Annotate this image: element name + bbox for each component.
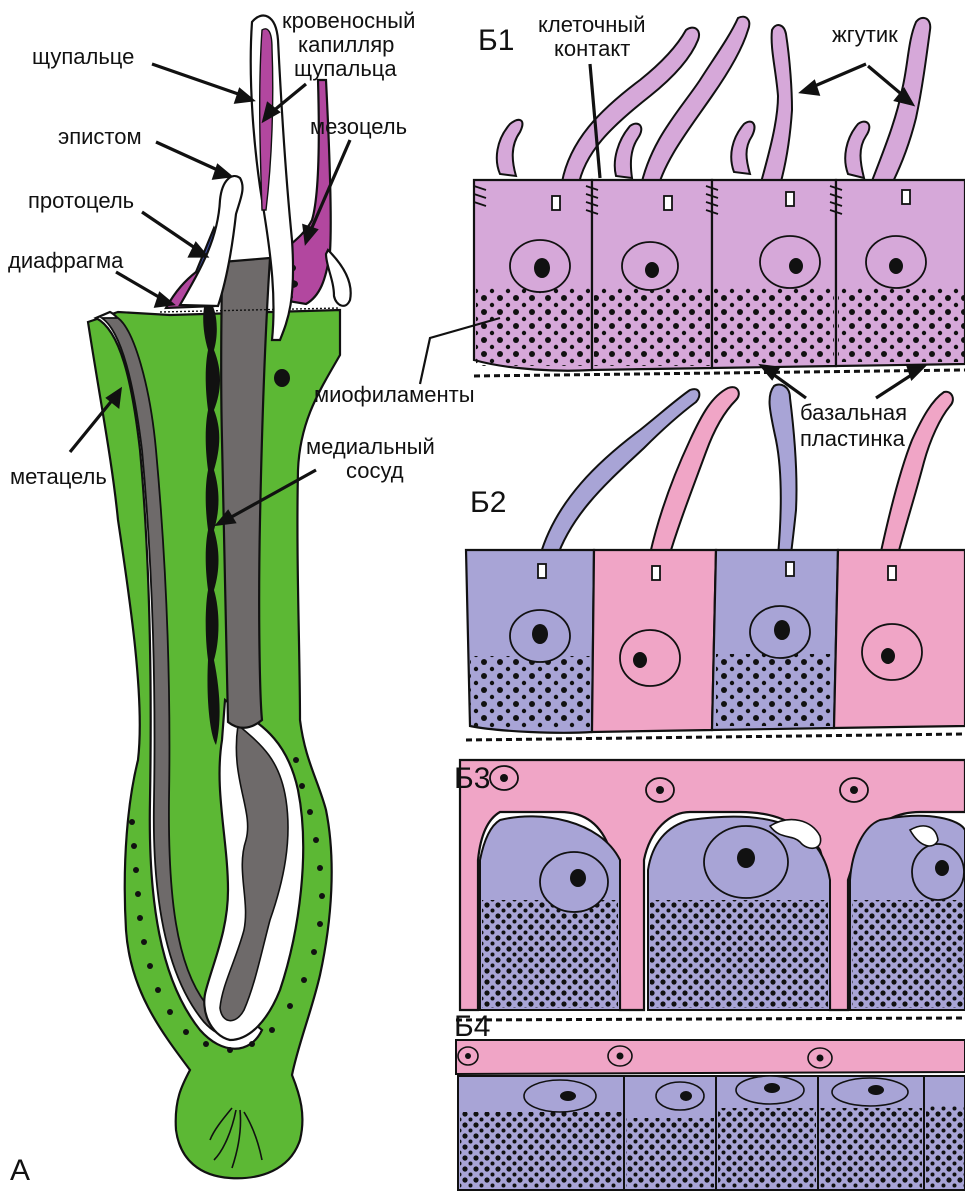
b1-basal-body-1: [552, 196, 560, 210]
b1-flagellum-3: [760, 25, 792, 192]
label-capillary-2: капилляр: [298, 32, 394, 57]
b3-myofil-1: [482, 900, 618, 1008]
label-panel-b1: Б1: [478, 24, 514, 57]
label-medial-vessel-1: медиальный: [306, 434, 435, 459]
panel-b4: [456, 1040, 965, 1190]
b3-myofil-3: [852, 900, 964, 1008]
b4-pink-layer: [456, 1040, 965, 1074]
b1-basal-body-2: [664, 196, 672, 210]
arrow-flagellum-1: [810, 64, 866, 88]
label-diaphragm: диафрагма: [8, 248, 124, 273]
panel-b1: [474, 17, 965, 376]
b1-microvillus-4: [845, 122, 869, 178]
b2-myofil-3: [716, 654, 832, 726]
label-metacoel: метацель: [10, 464, 107, 489]
label-medial-vessel-2: сосуд: [346, 458, 404, 483]
arrow-diaphragm: [116, 272, 164, 300]
b1-basal-body-4: [902, 190, 910, 204]
lophophore-right-lobe: [326, 250, 351, 306]
arrow-protocoel: [142, 212, 198, 250]
b1-myofil-3: [714, 288, 834, 364]
label-capillary-3: щупальца: [294, 56, 397, 81]
b1-myofil-2: [594, 288, 710, 366]
label-capillary-1: кровеносный: [282, 8, 415, 33]
label-basal-lamina-2: пластинка: [800, 426, 906, 451]
b3-myofil-2: [650, 900, 828, 1008]
b3-basal-lamina: [456, 1018, 965, 1020]
label-panel-b4: Б4: [454, 1010, 490, 1043]
b1-microvillus-3: [731, 122, 754, 174]
label-myofilaments: миофиламенты: [314, 382, 475, 407]
label-cell-contact-2: контакт: [554, 36, 630, 61]
label-epistome: эпистом: [58, 124, 142, 149]
label-flagellum: жгутик: [832, 22, 898, 47]
b1-microvillus-1: [497, 120, 523, 176]
label-basal-lamina-1: базальная: [800, 400, 907, 425]
lateral-vessel-blob: [274, 369, 290, 387]
b1-myofil-1: [476, 288, 590, 366]
b1-microvillus-2: [615, 124, 642, 178]
label-mesocoel: мезоцель: [310, 114, 407, 139]
b2-nucleus-2: [620, 630, 680, 686]
b2-basal-lamina: [466, 734, 965, 740]
panel-b3: [456, 760, 965, 1020]
label-panel-b2: Б2: [470, 486, 506, 519]
label-protocoel: протоцель: [28, 188, 134, 213]
label-cell-contact-1: клеточный: [538, 12, 646, 37]
label-tentacle: щупальце: [32, 44, 134, 69]
b1-basal-body-3: [786, 192, 794, 206]
b1-myofil-4: [838, 288, 964, 362]
arrow-epistome: [156, 142, 222, 172]
b2-myofil-1: [470, 656, 590, 728]
arrow-tentacle: [152, 64, 244, 96]
label-panel-a: А: [10, 1154, 30, 1187]
b2-flagellum-3: [770, 385, 797, 563]
label-panel-b3: Б3: [454, 762, 490, 795]
